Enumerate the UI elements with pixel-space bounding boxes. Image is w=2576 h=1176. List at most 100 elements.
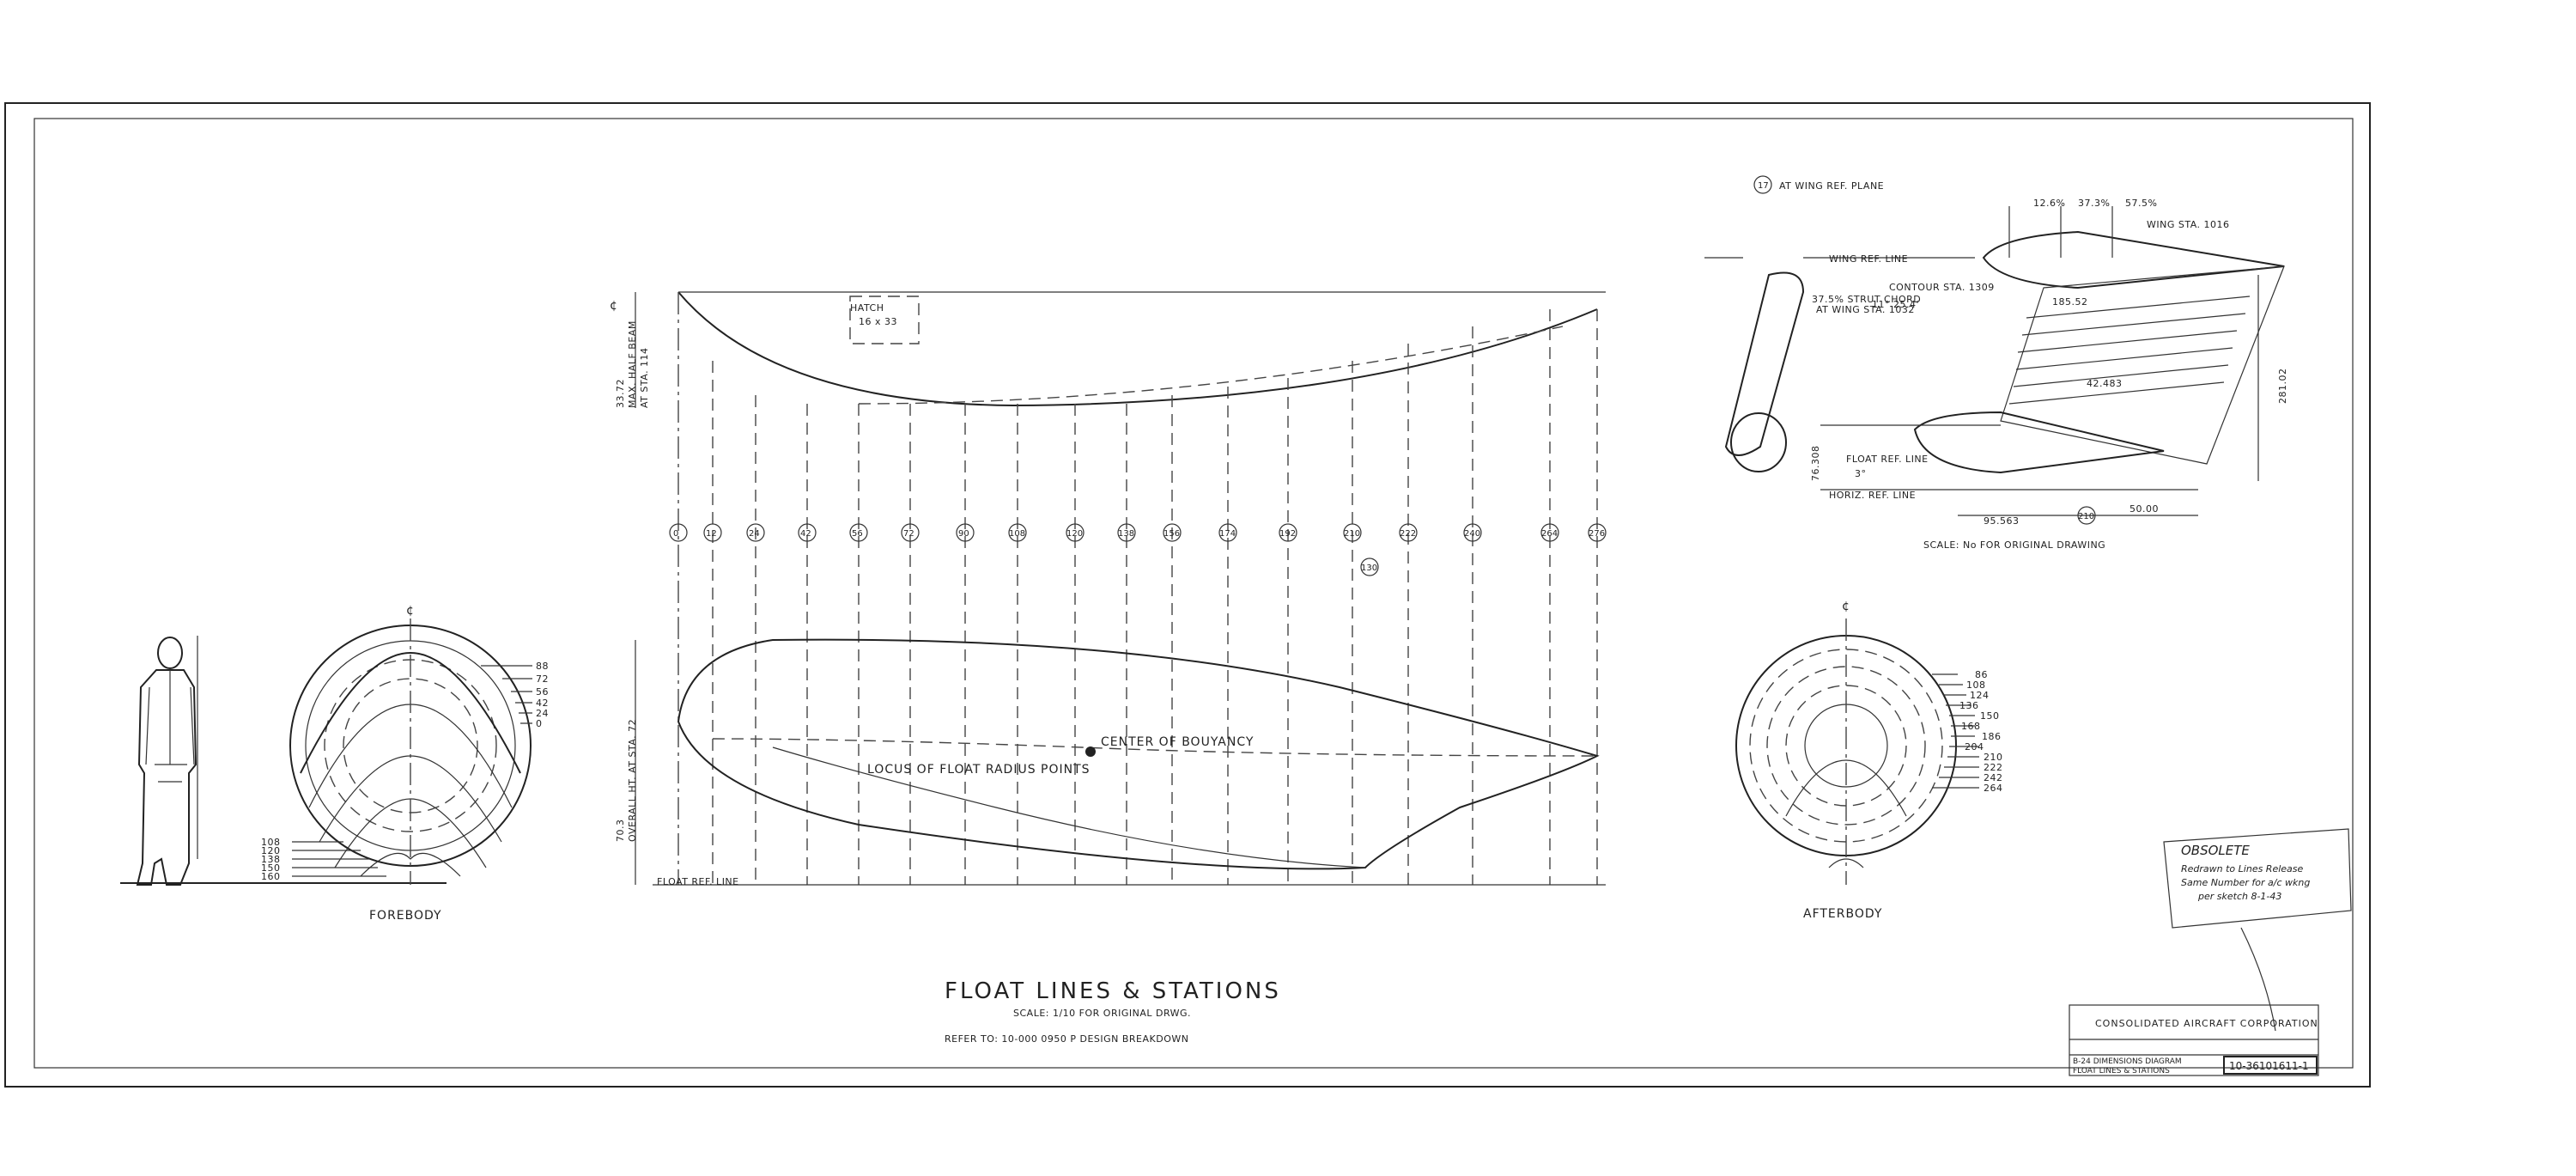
afterbody-station-label: 86 [1975,669,1988,680]
station-marker: 12 [703,523,722,542]
forebody-caption: FOREBODY [369,909,442,923]
left-dim-group: 76.308 [1810,446,1821,482]
afterbody-caption: AFTERBODY [1803,907,1882,921]
station-marker: 240 [1463,523,1482,542]
dim-bottom: 95.563 [1984,515,2020,527]
wing-ref-line-label: WING REF. LINE [1829,253,1908,265]
obsolete-line-2: Same Number for a/c wkng [2181,877,2310,888]
ref-plane-number: 17 [1758,181,1769,191]
max-half-beam-label: MAX. HALF BEAM [627,320,638,408]
strut-chord-station: AT WING STA. 1032 [1816,304,1915,315]
afterbody-centerline-mark: ¢ [1842,600,1850,613]
station-number: 108 [1009,529,1025,539]
center-of-bouyancy-label: CENTER OF BOUYANCY [1101,735,1254,749]
float-ref-line-label: FLOAT REF. LINE [657,876,739,887]
title-block-line-1: B-24 DIMENSIONS DIAGRAM [2073,1057,2182,1066]
forebody-station-label: 108 [261,837,281,848]
drawing-scale: SCALE: 1/10 FOR ORIGINAL DRWG. [1013,1008,1191,1019]
station-number: 120 [1066,529,1083,539]
afterbody-station-label: 264 [1984,783,2003,794]
afterbody-station-label: 108 [1966,679,1986,691]
station-marker: 24 [746,523,765,542]
cob-station-number: 130 [1361,564,1377,573]
forebody-station-label: 72 [536,673,549,685]
drawing-title: FLOAT LINES & STATIONS [945,978,1281,1004]
station-marker: 90 [956,523,975,542]
angle-3: 3° [1855,468,1867,479]
station-number: 56 [852,529,863,539]
afterbody-station-label: 150 [1980,710,2000,722]
span-dim-group: 281.02 [2277,369,2288,405]
station-marker: 276 [1588,523,1607,542]
chord-pct-2: 37.3% [2078,198,2110,209]
station-number: 276 [1589,529,1605,539]
plan-centerline-mark: ¢ [610,299,618,313]
afterbody-station-label: 242 [1984,772,2003,783]
float-ref-line-detail: FLOAT REF. LINE [1846,454,1929,465]
obsolete-title: OBSOLETE [2181,843,2250,858]
forebody-centerline-mark: ¢ [406,604,415,618]
station-marker: 108 [1008,523,1027,542]
wing-scale-note: SCALE: No FOR ORIGINAL DRAWING [1923,539,2105,551]
station-marker: 56 [849,523,868,542]
forebody-station-label: 24 [536,708,549,719]
station-marker: 156 [1163,523,1182,542]
station-marker: 0 [669,523,688,542]
forebody-station-label: 160 [261,871,281,882]
station-number: 240 [1464,529,1480,539]
overall-height-group: 70.3 OVERALL HT. AT STA. 72 [615,719,638,842]
title-block-line-2: FLOAT LINES & STATIONS [2073,1067,2170,1075]
title-block-company: CONSOLIDATED AIRCRAFT CORPORATION [2095,1018,2318,1029]
station-number: 264 [1541,529,1558,539]
float-profile-view [635,638,1606,886]
station-marker: 192 [1279,523,1297,542]
dim-left: 76.308 [1810,446,1821,482]
title-block: CONSOLIDATED AIRCRAFT CORPORATION B-24 D… [2069,1004,2319,1076]
dim-185: 185.52 [2052,296,2088,308]
station-number: 24 [749,529,760,539]
forebody-station-label: 88 [536,661,549,672]
locus-label: LOCUS OF FLOAT RADIUS POINTS [867,763,1091,777]
overall-height-label: OVERALL HT. AT STA. 72 [627,719,638,842]
forebody-station-labels-left: 108 120 138 150 160 [261,837,281,882]
station-marker: 42 [798,523,817,542]
chord-pct-1: 12.6% [2033,198,2065,209]
wing-station-label: WING STA. 1016 [2147,219,2230,230]
station-marker: 222 [1399,523,1418,542]
chord-pct-3: 57.5% [2125,198,2157,209]
obsolete-stamp: OBSOLETE Redrawn to Lines Release Same N… [2163,828,2352,1032]
overall-height-value: 70.3 [615,820,626,843]
hatch-size: 16 x 33 [859,316,897,327]
afterbody-station-label: 204 [1965,741,1984,753]
forebody-station-label: 0 [536,718,543,729]
station-marker: 120 [1066,523,1084,542]
forebody-station-label: 138 [261,854,281,865]
station-number: 138 [1118,529,1134,539]
strut-angle: 11° 25.4' [1872,299,1919,310]
station-marker: 130 [1360,558,1379,576]
forebody-section-drawing [289,618,532,885]
station-marker: 138 [1117,523,1136,542]
station-number: 192 [1279,529,1296,539]
station-marker: 72 [901,523,920,542]
hatch-label: HATCH [850,302,884,314]
strut-chord-note: 37.5% STRUT CHORD [1812,294,1921,305]
dim-span: 281.02 [2277,369,2288,405]
station-number: 210 [1344,529,1360,539]
afterbody-station-labels: 86 108 124 136 150 168 186 204 210 222 2… [1959,669,2003,794]
station-markers: 0 12 24 42 56 72 90 108 120 138 156 174 … [669,523,1607,576]
sheet-border [4,102,2371,1088]
station-number: 90 [958,529,969,539]
forebody-station-labels-right: 88 72 56 42 24 0 [536,661,549,729]
max-half-beam-station: AT STA. 114 [639,347,650,408]
obsolete-line-3: per sketch 8-1-43 [2197,891,2281,902]
drawing-number: 10-36101611-1 [2229,1060,2309,1072]
afterbody-station-label: 210 [1984,752,2003,763]
max-half-beam-value: 33.72 [615,379,626,408]
float-plan-view [635,291,1606,408]
station-marker: 210 [1343,523,1362,542]
contour-station-label: CONTOUR STA. 1309 [1889,282,1995,293]
horiz-ref-line-label: HORIZ. REF. LINE [1829,490,1916,501]
max-half-beam-group: 33.72 MAX. HALF BEAM AT STA. 114 [615,320,650,408]
